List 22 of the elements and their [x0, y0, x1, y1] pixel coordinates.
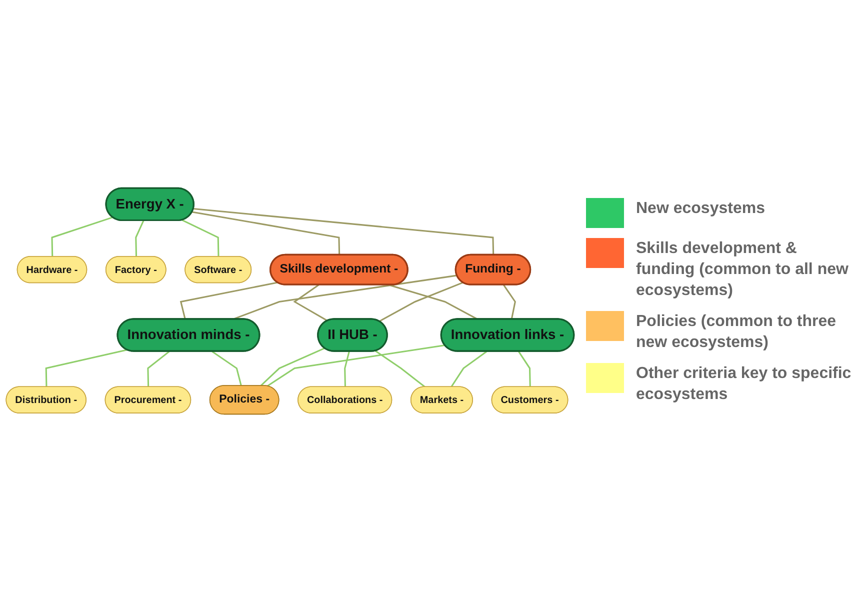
legend-text: Skills development & funding (common to all new ecosystems) — [636, 238, 850, 300]
connector — [135, 220, 144, 257]
connector — [192, 211, 340, 255]
connector — [260, 347, 325, 386]
connector — [180, 282, 278, 320]
connector — [193, 208, 494, 255]
connector — [45, 348, 128, 387]
connector — [266, 344, 445, 387]
connector — [503, 284, 516, 320]
legend-text: Policies (common to three new ecosystems) — [636, 312, 838, 352]
connector — [388, 284, 478, 320]
connector — [378, 282, 464, 322]
connector — [51, 216, 113, 257]
connector — [344, 351, 350, 387]
connector — [450, 350, 488, 388]
connector — [147, 350, 170, 387]
connector — [375, 350, 426, 388]
legend-text: Other criteria key to specific ecosystems — [636, 364, 852, 404]
connector — [518, 350, 531, 387]
connector — [212, 350, 242, 386]
legend-text: New ecosystems — [636, 198, 765, 218]
connector — [182, 219, 220, 257]
